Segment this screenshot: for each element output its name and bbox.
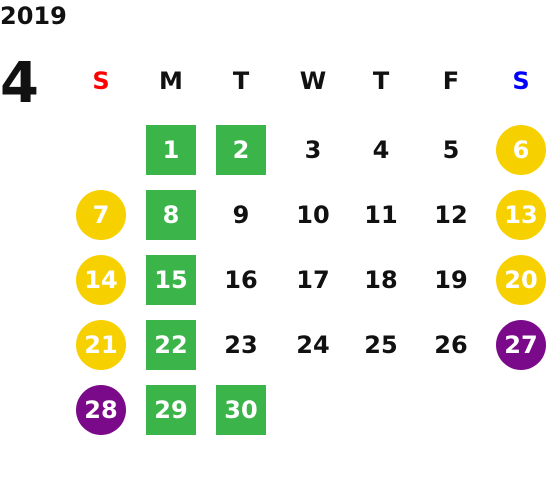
calendar-day[interactable]: 4 bbox=[372, 136, 390, 164]
weekday-header: S bbox=[92, 67, 110, 95]
calendar-day[interactable]: 18 bbox=[364, 266, 398, 294]
calendar-day[interactable]: 17 bbox=[296, 266, 330, 294]
calendar-day[interactable]: 12 bbox=[434, 201, 468, 229]
weekday-header: S bbox=[512, 67, 530, 95]
calendar-day[interactable]: 29 bbox=[146, 385, 196, 435]
calendar-day[interactable]: 16 bbox=[224, 266, 258, 294]
calendar-day[interactable]: 5 bbox=[442, 136, 460, 164]
calendar-day[interactable]: 28 bbox=[76, 385, 126, 435]
calendar-day[interactable]: 21 bbox=[76, 320, 126, 370]
weekday-header: F bbox=[442, 67, 460, 95]
calendar-day[interactable]: 30 bbox=[216, 385, 266, 435]
calendar-day[interactable]: 2 bbox=[216, 125, 266, 175]
weekday-header: W bbox=[299, 67, 327, 95]
calendar-day[interactable]: 11 bbox=[364, 201, 398, 229]
weekday-header: M bbox=[159, 67, 183, 95]
calendar-day[interactable]: 24 bbox=[296, 331, 330, 359]
calendar-day[interactable]: 27 bbox=[496, 320, 546, 370]
calendar-day[interactable]: 26 bbox=[434, 331, 468, 359]
calendar-day[interactable]: 7 bbox=[76, 190, 126, 240]
calendar-day[interactable]: 10 bbox=[296, 201, 330, 229]
calendar-day[interactable]: 8 bbox=[146, 190, 196, 240]
calendar-day[interactable]: 9 bbox=[232, 201, 250, 229]
calendar-day[interactable]: 6 bbox=[496, 125, 546, 175]
calendar-day[interactable]: 1 bbox=[146, 125, 196, 175]
calendar-day[interactable]: 13 bbox=[496, 190, 546, 240]
year-label: 2019 bbox=[0, 2, 67, 30]
weekday-header: T bbox=[372, 67, 390, 95]
calendar-day[interactable]: 19 bbox=[434, 266, 468, 294]
calendar-day[interactable]: 22 bbox=[146, 320, 196, 370]
calendar-day[interactable]: 3 bbox=[304, 136, 322, 164]
calendar-day[interactable]: 14 bbox=[76, 255, 126, 305]
calendar-day[interactable]: 23 bbox=[224, 331, 258, 359]
month-number: 4 bbox=[0, 51, 39, 116]
calendar-day[interactable]: 25 bbox=[364, 331, 398, 359]
weekday-header: T bbox=[232, 67, 250, 95]
calendar-day[interactable]: 20 bbox=[496, 255, 546, 305]
calendar-day[interactable]: 15 bbox=[146, 255, 196, 305]
